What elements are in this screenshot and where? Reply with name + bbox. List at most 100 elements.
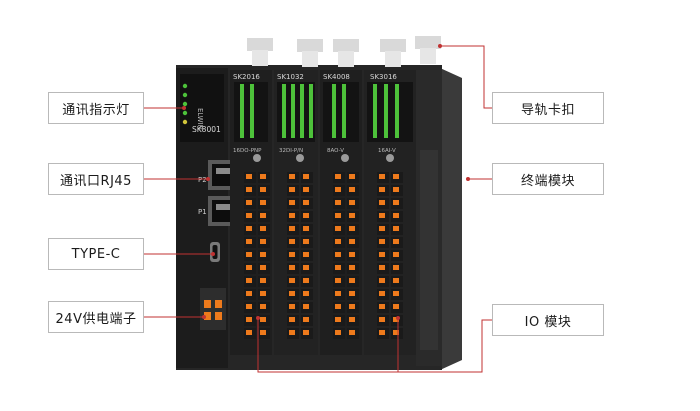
io-module-4: [364, 70, 416, 355]
module-3-sub-label: 8AO-V: [327, 148, 344, 154]
terminal-release-tab: [349, 317, 355, 322]
module-2-label: SK1032: [277, 73, 304, 81]
rail-clips: [247, 36, 441, 67]
terminal-release-tab: [246, 330, 252, 335]
callout-comm-port: 通讯口RJ45: [48, 163, 144, 195]
terminal-release-tab: [335, 239, 341, 244]
screw-2: [296, 154, 304, 162]
terminal-release-tab: [303, 200, 309, 205]
terminal-release-tab: [335, 265, 341, 270]
terminal-release-tab: [246, 291, 252, 296]
terminal-release-tab: [260, 291, 266, 296]
terminal-release-tab: [260, 187, 266, 192]
module-3-label: SK4008: [323, 73, 350, 81]
screw-3: [341, 154, 349, 162]
cpu-indicator-panel: [180, 74, 224, 142]
terminal-release-tab: [303, 304, 309, 309]
terminal-release-tab: [349, 226, 355, 231]
terminal-release-tab: [260, 278, 266, 283]
comm-indicator-leds: [182, 83, 188, 125]
terminal-release-tab: [289, 304, 295, 309]
cpu-model-label: SK8001: [192, 125, 221, 134]
terminal-release-tab: [349, 252, 355, 257]
terminal-release-tab: [289, 291, 295, 296]
terminal-release-tab: [379, 265, 385, 270]
terminal-release-tab: [303, 278, 309, 283]
terminal-release-tab: [335, 187, 341, 192]
terminal-release-tab: [246, 187, 252, 192]
callout-io-module: IO 模块: [492, 304, 604, 336]
terminal-release-tab: [246, 213, 252, 218]
screw-1: [253, 154, 261, 162]
terminal-release-tab: [289, 252, 295, 257]
terminal-release-tab: [379, 226, 385, 231]
terminal-release-tab: [379, 317, 385, 322]
terminal-release-tab: [379, 174, 385, 179]
terminal-release-tab: [335, 330, 341, 335]
module-4-sub-label: 16AI-V: [378, 148, 396, 154]
terminal-release-tab: [379, 213, 385, 218]
terminal-release-tab: [260, 226, 266, 231]
terminal-release-tab: [260, 213, 266, 218]
terminal-release-tab: [335, 252, 341, 257]
terminal-release-tab: [335, 213, 341, 218]
terminal-release-tab: [246, 252, 252, 257]
callout-rail-clip: 导轨卡扣: [492, 92, 604, 124]
callout-power-terminal: 24V供电端子: [48, 301, 144, 333]
terminal-release-tab: [335, 304, 341, 309]
terminal-release-tab: [349, 304, 355, 309]
terminal-release-tab: [260, 252, 266, 257]
terminal-release-tab: [289, 239, 295, 244]
module-2-sub-label: 32DI-P/N: [279, 148, 303, 154]
rail-clip-5: [415, 36, 441, 64]
module-1-label: SK2016: [233, 73, 260, 81]
screw-4: [386, 154, 394, 162]
terminal-release-tab: [349, 200, 355, 205]
terminal-release-tab: [393, 174, 399, 179]
terminal-release-tab: [393, 304, 399, 309]
terminal-release-tab: [335, 174, 341, 179]
terminal-release-tab: [303, 265, 309, 270]
callout-type-c: TYPE-C: [48, 238, 144, 270]
terminal-release-tab: [303, 330, 309, 335]
terminal-release-tab: [303, 252, 309, 257]
terminal-release-tab: [393, 239, 399, 244]
terminal-release-tab: [246, 174, 252, 179]
terminal-release-tab: [246, 317, 252, 322]
terminal-release-tab: [289, 174, 295, 179]
terminal-release-tab: [303, 226, 309, 231]
terminal-release-tab: [289, 317, 295, 322]
terminal-release-tab: [289, 213, 295, 218]
io-terminal-blocks: [244, 172, 403, 339]
terminal-release-tab: [393, 291, 399, 296]
terminal-release-tab: [393, 330, 399, 335]
terminal-release-tab: [379, 304, 385, 309]
terminal-release-tab: [303, 174, 309, 179]
terminal-release-tab: [349, 330, 355, 335]
terminal-release-tab: [379, 252, 385, 257]
rail-clip-2: [297, 39, 323, 67]
callout-comm-indicator: 通讯指示灯: [48, 92, 144, 124]
port-p2-label: P2: [198, 176, 207, 184]
terminal-release-tab: [303, 187, 309, 192]
terminal-release-tab: [349, 213, 355, 218]
terminal-release-tab: [335, 226, 341, 231]
rail-clip-3: [333, 39, 359, 67]
terminal-release-tab: [260, 304, 266, 309]
port-p1-label: P1: [198, 208, 207, 216]
terminal-release-tab: [303, 213, 309, 218]
terminal-release-tab: [349, 174, 355, 179]
terminal-release-tab: [349, 291, 355, 296]
terminal-release-tab: [393, 200, 399, 205]
terminal-release-tab: [289, 200, 295, 205]
terminal-release-tab: [379, 187, 385, 192]
terminal-release-tab: [246, 226, 252, 231]
terminal-release-tab: [260, 200, 266, 205]
module-4-label: SK3016: [370, 73, 397, 81]
terminal-release-tab: [303, 317, 309, 322]
device-side-panel: [440, 68, 462, 370]
terminal-release-tab: [349, 187, 355, 192]
terminal-release-tab: [246, 265, 252, 270]
rail-clip-4: [380, 39, 406, 67]
